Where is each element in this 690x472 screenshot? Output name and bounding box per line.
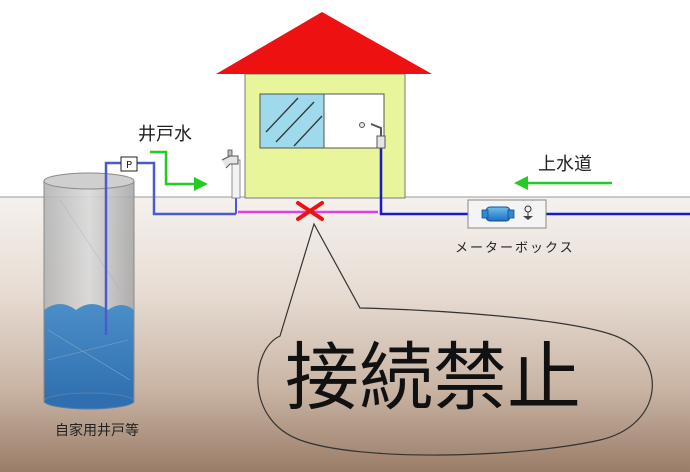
private-well xyxy=(43,172,135,410)
window-glare xyxy=(265,97,323,147)
city-water-label: 上水道 xyxy=(538,154,592,175)
house-roof xyxy=(216,12,432,74)
water-meter-icon xyxy=(481,206,515,222)
pump-label: P xyxy=(126,160,132,171)
city-water-pipe xyxy=(379,145,690,216)
meter-box xyxy=(467,199,547,229)
arrow-left-icon xyxy=(514,176,612,190)
pump-box-icon xyxy=(120,156,138,172)
prohibition-label: 接続禁止 xyxy=(285,335,581,421)
private-well-label: 自家用井戸等 xyxy=(55,422,139,439)
well-water-pipe xyxy=(104,161,236,335)
house-window-left xyxy=(259,93,325,149)
faucet-icon xyxy=(359,122,386,149)
speech-balloon xyxy=(257,222,653,456)
meter-box-label: メーターボックス xyxy=(455,241,575,256)
arrow-right-icon xyxy=(150,150,208,191)
well-water-label: 井戸水 xyxy=(138,124,192,145)
x-mark-icon xyxy=(296,201,324,221)
faucet-icon xyxy=(221,149,239,169)
house-window-right xyxy=(323,93,385,149)
house xyxy=(216,12,432,199)
